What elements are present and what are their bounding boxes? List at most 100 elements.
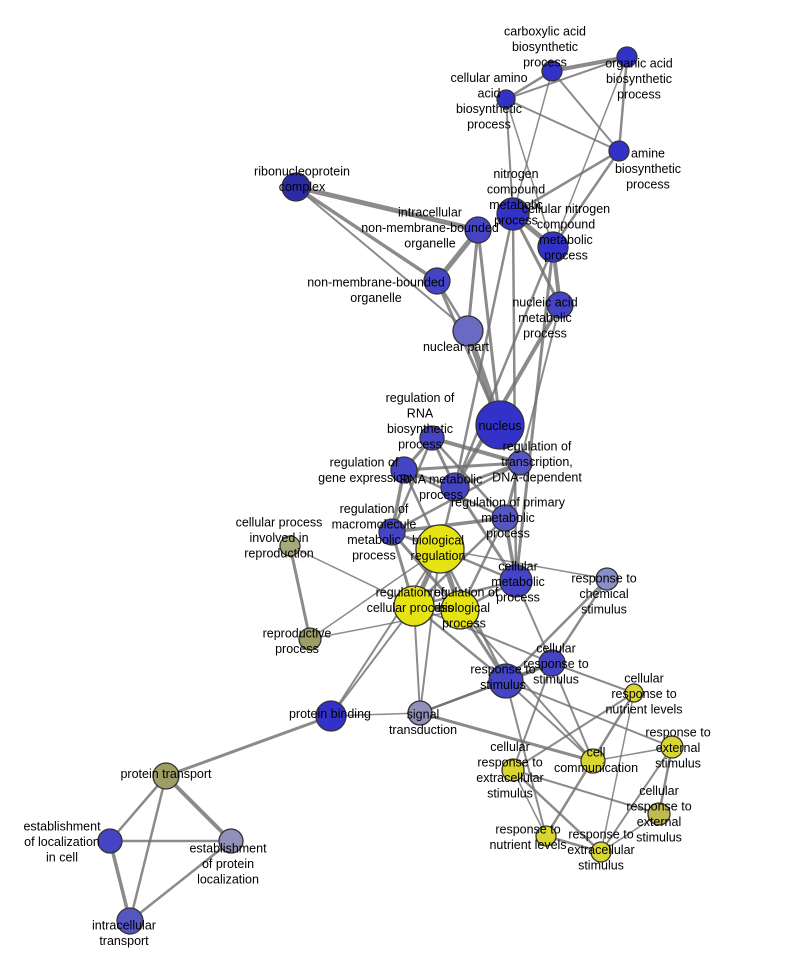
edge-protein-binding--regulation-of-cellular-process bbox=[330, 605, 415, 717]
edge-cellular-response-to-nutrient-levels--response-to-extracellular-stimulus bbox=[600, 692, 635, 853]
edge-organic-acid-biosynthetic-process--amine-biosynthetic-process bbox=[617, 55, 629, 153]
node-rna-metabolic-process[interactable]: RNA metabolic process bbox=[440, 472, 470, 502]
node-establishment-of-localization-in-cell[interactable]: establishment of localization in cell bbox=[97, 828, 123, 854]
node-nuclear-part[interactable]: nuclear part bbox=[452, 315, 484, 347]
edge-layer bbox=[108, 55, 674, 923]
node-carboxylic-acid-biosynthetic-process[interactable]: carboxylic acid biosynthetic process bbox=[541, 60, 563, 82]
label-nucleus: nucleus bbox=[478, 419, 521, 433]
node-cell-communication[interactable]: cell communication bbox=[580, 748, 606, 774]
node-regulation-of-transcription-dna-dependent[interactable]: regulation of transcription, DNA-depende… bbox=[507, 450, 533, 476]
node-nucleic-acid-metabolic-process[interactable]: nucleic acid metabolic process bbox=[546, 291, 574, 319]
node-cellular-process-involved-in-reproduction[interactable]: cellular process involved in reproductio… bbox=[279, 535, 301, 557]
node-response-to-stimulus[interactable]: response to stimulus bbox=[488, 663, 524, 699]
node-regulation-of-cellular-process[interactable]: regulation of cellular process bbox=[393, 585, 435, 627]
node-regulation-of-macromolecule-metabolic-process[interactable]: regulation of macromolecule metabolic pr… bbox=[378, 518, 406, 546]
edge-response-to-external-stimulus--cell-communication bbox=[592, 746, 673, 762]
edge-signal-transduction--cell-communication bbox=[418, 711, 595, 763]
edge-regulation-of-rna-biosynthetic-process--regulation-of-transcription-dna-dependent bbox=[430, 436, 522, 465]
edge-cellular-process-involved-in-reproduction--reproductive-process bbox=[288, 544, 312, 641]
node-protein-binding[interactable]: protein binding bbox=[315, 700, 347, 732]
edge-regulation-of-rna-biosynthetic-process--regulation-of-primary-metabolic-process bbox=[430, 436, 507, 520]
node-cellular-response-to-nutrient-levels[interactable]: cellular response to nutrient levels bbox=[624, 683, 644, 703]
node-cellular-nitrogen-compound-metabolic-process[interactable]: cellular nitrogen compound metabolic pro… bbox=[537, 231, 569, 263]
edge-nitrogen-compound-metabolic-process--nucleic-acid-metabolic-process bbox=[511, 212, 562, 307]
node-organic-acid-biosynthetic-process[interactable]: organic acid biosynthetic process bbox=[616, 46, 638, 68]
edge-cellular-response-to-stimulus--regulation-of-cellular-process bbox=[413, 605, 553, 664]
edge-cell-communication--response-to-stimulus bbox=[505, 680, 594, 762]
edge-cellular-response-to-stimulus--response-to-chemical-stimulus bbox=[550, 577, 609, 665]
node-response-to-nutrient-levels[interactable]: response to nutrient levels bbox=[535, 825, 557, 847]
node-intracellular-transport[interactable]: intracellular transport bbox=[116, 907, 144, 935]
node-biological-regulation[interactable]: biological regulation bbox=[415, 524, 465, 574]
edge-nitrogen-compound-metabolic-process--rna-metabolic-process bbox=[453, 212, 515, 489]
node-regulation-of-gene-expression[interactable]: regulation of gene expression bbox=[390, 456, 418, 484]
node-reproductive-process[interactable]: reproductive process bbox=[298, 627, 322, 651]
node-cellular-response-to-extracellular-stimulus[interactable]: cellular response to extracellular stimu… bbox=[501, 758, 525, 782]
edge-establishment-of-protein-localization--intracellular-transport bbox=[128, 839, 233, 923]
node-nitrogen-compound-metabolic-process[interactable]: nitrogen compound metabolic process bbox=[496, 197, 530, 231]
node-regulation-of-rna-biosynthetic-process[interactable]: regulation of RNA biosynthetic process bbox=[419, 425, 445, 451]
node-establishment-of-protein-localization[interactable]: establishment of protein localization bbox=[218, 828, 244, 854]
node-response-to-external-stimulus[interactable]: response to external stimulus bbox=[660, 735, 684, 759]
node-cellular-metabolic-process[interactable]: cellular metabolic process bbox=[499, 564, 533, 598]
edge-establishment-of-localization-in-cell--intracellular-transport bbox=[108, 839, 132, 923]
node-protein-transport[interactable]: protein transport bbox=[152, 762, 180, 790]
edge-response-to-external-stimulus--response-to-stimulus bbox=[505, 680, 673, 748]
edge-cellular-process-involved-in-reproduction--regulation-of-cellular-process bbox=[289, 545, 415, 607]
node-response-to-chemical-stimulus[interactable]: response to chemical stimulus bbox=[595, 567, 619, 591]
edge-cellular-nitrogen-compound-metabolic-process--rna-metabolic-process bbox=[453, 245, 555, 489]
node-intracellular-non-membrane-bounded-organelle[interactable]: intracellular non-membrane-bounded organ… bbox=[464, 216, 492, 244]
edge-protein-binding--protein-transport bbox=[164, 714, 333, 778]
edge-response-to-extracellular-stimulus--response-to-external-stimulus bbox=[600, 746, 673, 853]
node-cellular-response-to-external-stimulus[interactable]: cellular response to external stimulus bbox=[647, 802, 671, 826]
edge-cell-communication--regulation-of-biological-process bbox=[459, 609, 594, 762]
edge-response-to-stimulus--response-to-chemical-stimulus bbox=[504, 577, 609, 683]
edge-rna-metabolic-process--cellular-metabolic-process bbox=[453, 485, 518, 583]
label-protein-transport: protein transport bbox=[120, 767, 212, 781]
node-response-to-extracellular-stimulus[interactable]: response to extracellular stimulus bbox=[590, 841, 612, 863]
node-nucleus[interactable]: nucleus bbox=[475, 400, 525, 450]
edge-cellular-response-to-nutrient-levels--cellular-response-to-stimulus bbox=[551, 662, 635, 694]
edge-cellular-response-to-nutrient-levels--cellular-response-to-extracellular-stimulus bbox=[512, 692, 635, 771]
node-ribonucleoprotein-complex[interactable]: ribonucleoprotein complex bbox=[281, 172, 311, 202]
edge-protein-transport--establishment-of-protein-localization bbox=[164, 774, 233, 843]
edge-signal-transduction--biological-regulation bbox=[419, 548, 441, 714]
edge-regulation-of-transcription-dna-dependent--regulation-of-gene-expression bbox=[402, 461, 522, 472]
node-cellular-amino-acid-biosynthetic-process[interactable]: cellular amino acid biosynthetic process bbox=[496, 89, 516, 109]
node-non-membrane-bounded-organelle[interactable]: non-membrane-bounded organelle bbox=[423, 267, 451, 295]
node-regulation-of-biological-process[interactable]: regulation of biological process bbox=[440, 590, 480, 630]
edge-organic-acid-biosynthetic-process--cellular-nitrogen-compound-metabolic-process bbox=[552, 56, 628, 248]
node-regulation-of-primary-metabolic-process[interactable]: regulation of primary metabolic process bbox=[491, 504, 519, 532]
node-cellular-response-to-stimulus[interactable]: cellular response to stimulus bbox=[538, 649, 566, 677]
label-nuclear-part: nuclear part bbox=[423, 340, 490, 354]
edge-ribonucleoprotein-complex--intracellular-non-membrane-bounded-organelle bbox=[293, 184, 481, 233]
node-amine-biosynthetic-process[interactable]: amine biosynthetic process bbox=[608, 140, 630, 162]
edge-carboxylic-acid-biosynthetic-process--amine-biosynthetic-process bbox=[551, 70, 620, 152]
node-signal-transduction[interactable]: signal transduction bbox=[407, 700, 433, 726]
edge-protein-transport--establishment-of-localization-in-cell bbox=[108, 774, 168, 843]
